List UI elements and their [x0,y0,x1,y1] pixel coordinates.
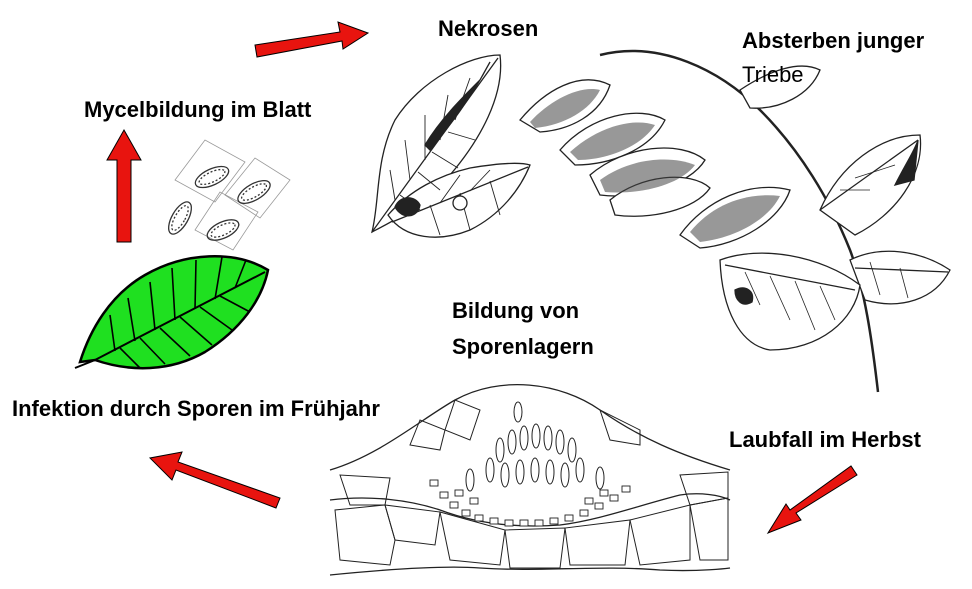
green-leaf-illustration [75,256,268,368]
necrotic-leaves-illustration [372,55,530,237]
arrow-to-nekrosen [255,22,368,57]
label-laubfall: Laubfall im Herbst [729,427,921,453]
label-absterben-line2: Triebe [742,62,804,88]
label-bildung-line2: Sporenlagern [452,334,594,360]
arrow-from-laubfall [768,466,857,533]
spore-bed-cross-section [330,385,730,575]
label-nekrosen: Nekrosen [438,16,538,42]
label-infektion: Infektion durch Sporen im Frühjahr [12,396,380,422]
label-mycelbildung: Mycelbildung im Blatt [84,97,311,123]
spore-cells-illustration [164,140,290,250]
label-bildung-line1: Bildung von [452,298,579,324]
arrow-up-to-mycel [107,130,141,242]
label-absterben-line1: Absterben junger [742,28,924,54]
arrow-to-infektion [150,452,280,508]
